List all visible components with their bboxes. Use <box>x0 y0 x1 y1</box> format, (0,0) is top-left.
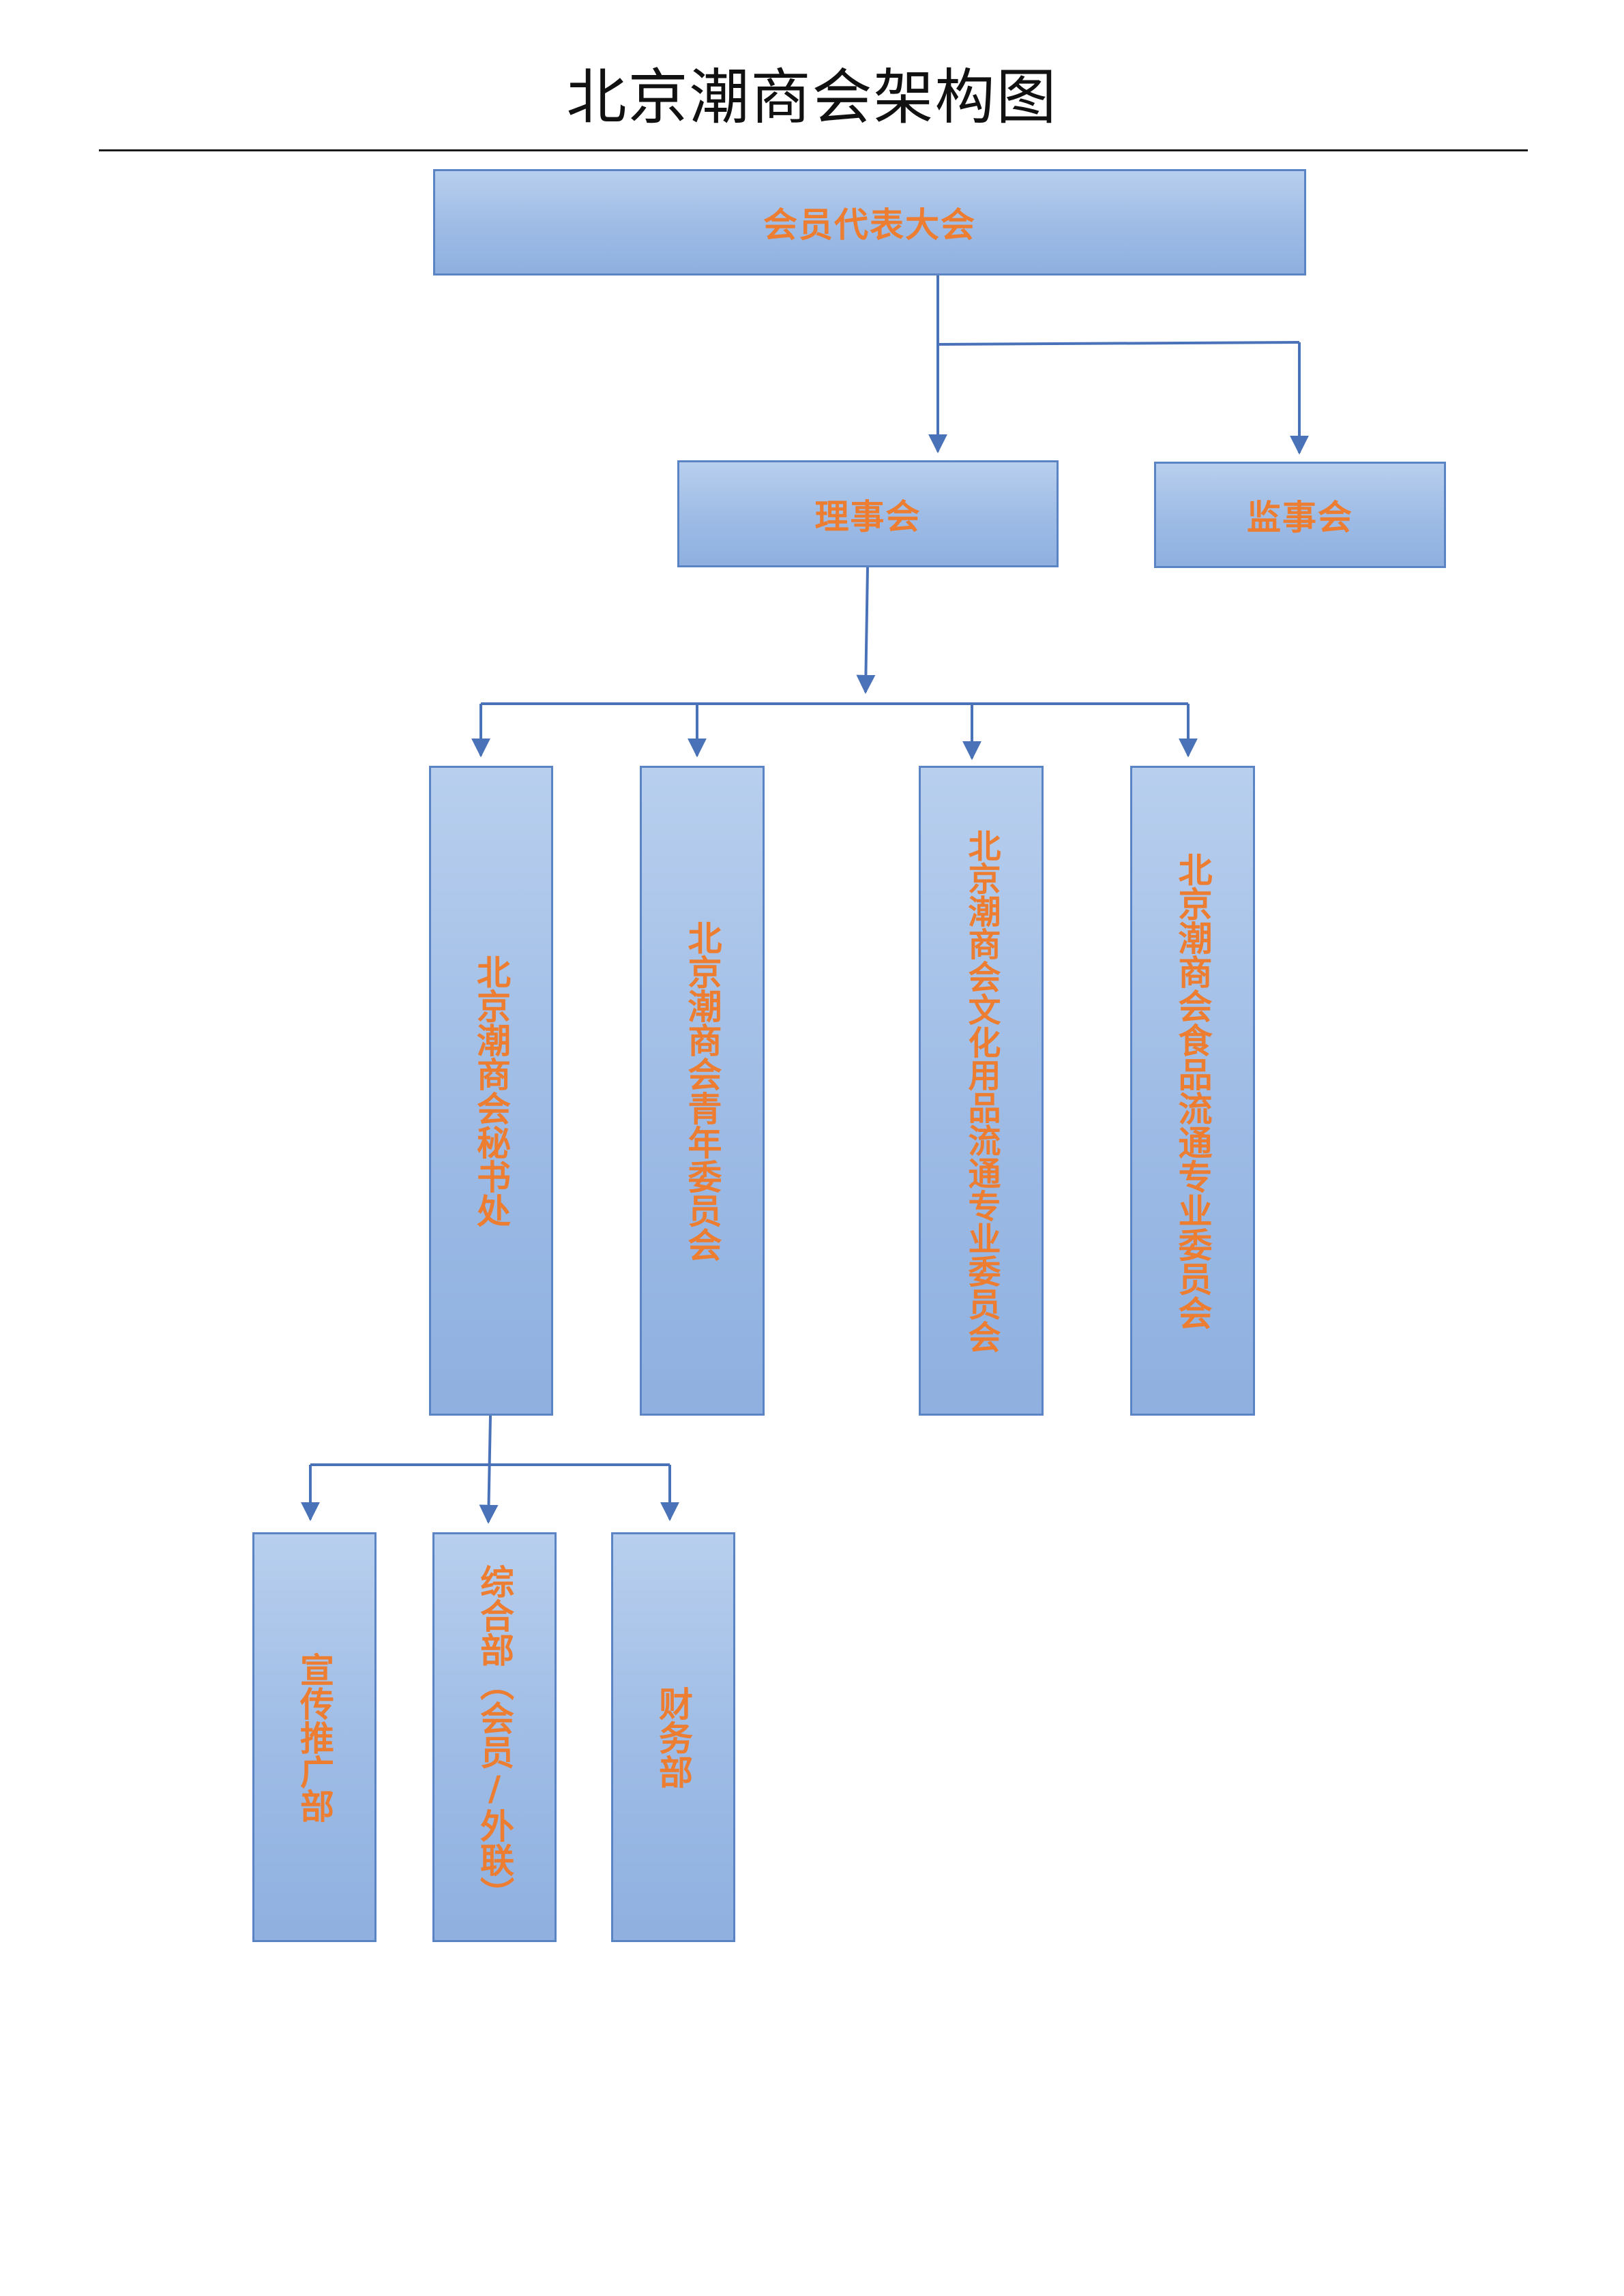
page-title: 北京潮商会架构图 <box>566 62 1058 132</box>
node-supervisory: 监事会 <box>1154 462 1446 568</box>
node-culture-committee: 北京潮商会文化用品流通专业委员会 <box>919 766 1044 1416</box>
connector-assembly-branch <box>937 341 1300 346</box>
node-finance-dept: 财务部 <box>611 1532 735 1942</box>
node-general-dept: 综合部（会员/外联） <box>432 1532 557 1942</box>
title-divider <box>99 149 1528 151</box>
connector-secretariat-down <box>479 1415 499 1524</box>
node-youth-committee: 北京潮商会青年委员会 <box>640 766 765 1416</box>
node-council: 理事会 <box>677 460 1059 567</box>
node-promotion-dept: 宣传推广部 <box>252 1532 377 1942</box>
connector-council-down <box>856 567 876 694</box>
node-food-committee: 北京潮商会食品流通专业委员会 <box>1130 766 1255 1416</box>
node-assembly: 会员代表大会 <box>433 169 1306 275</box>
node-secretariat: 北京潮商会秘书处 <box>429 766 553 1416</box>
